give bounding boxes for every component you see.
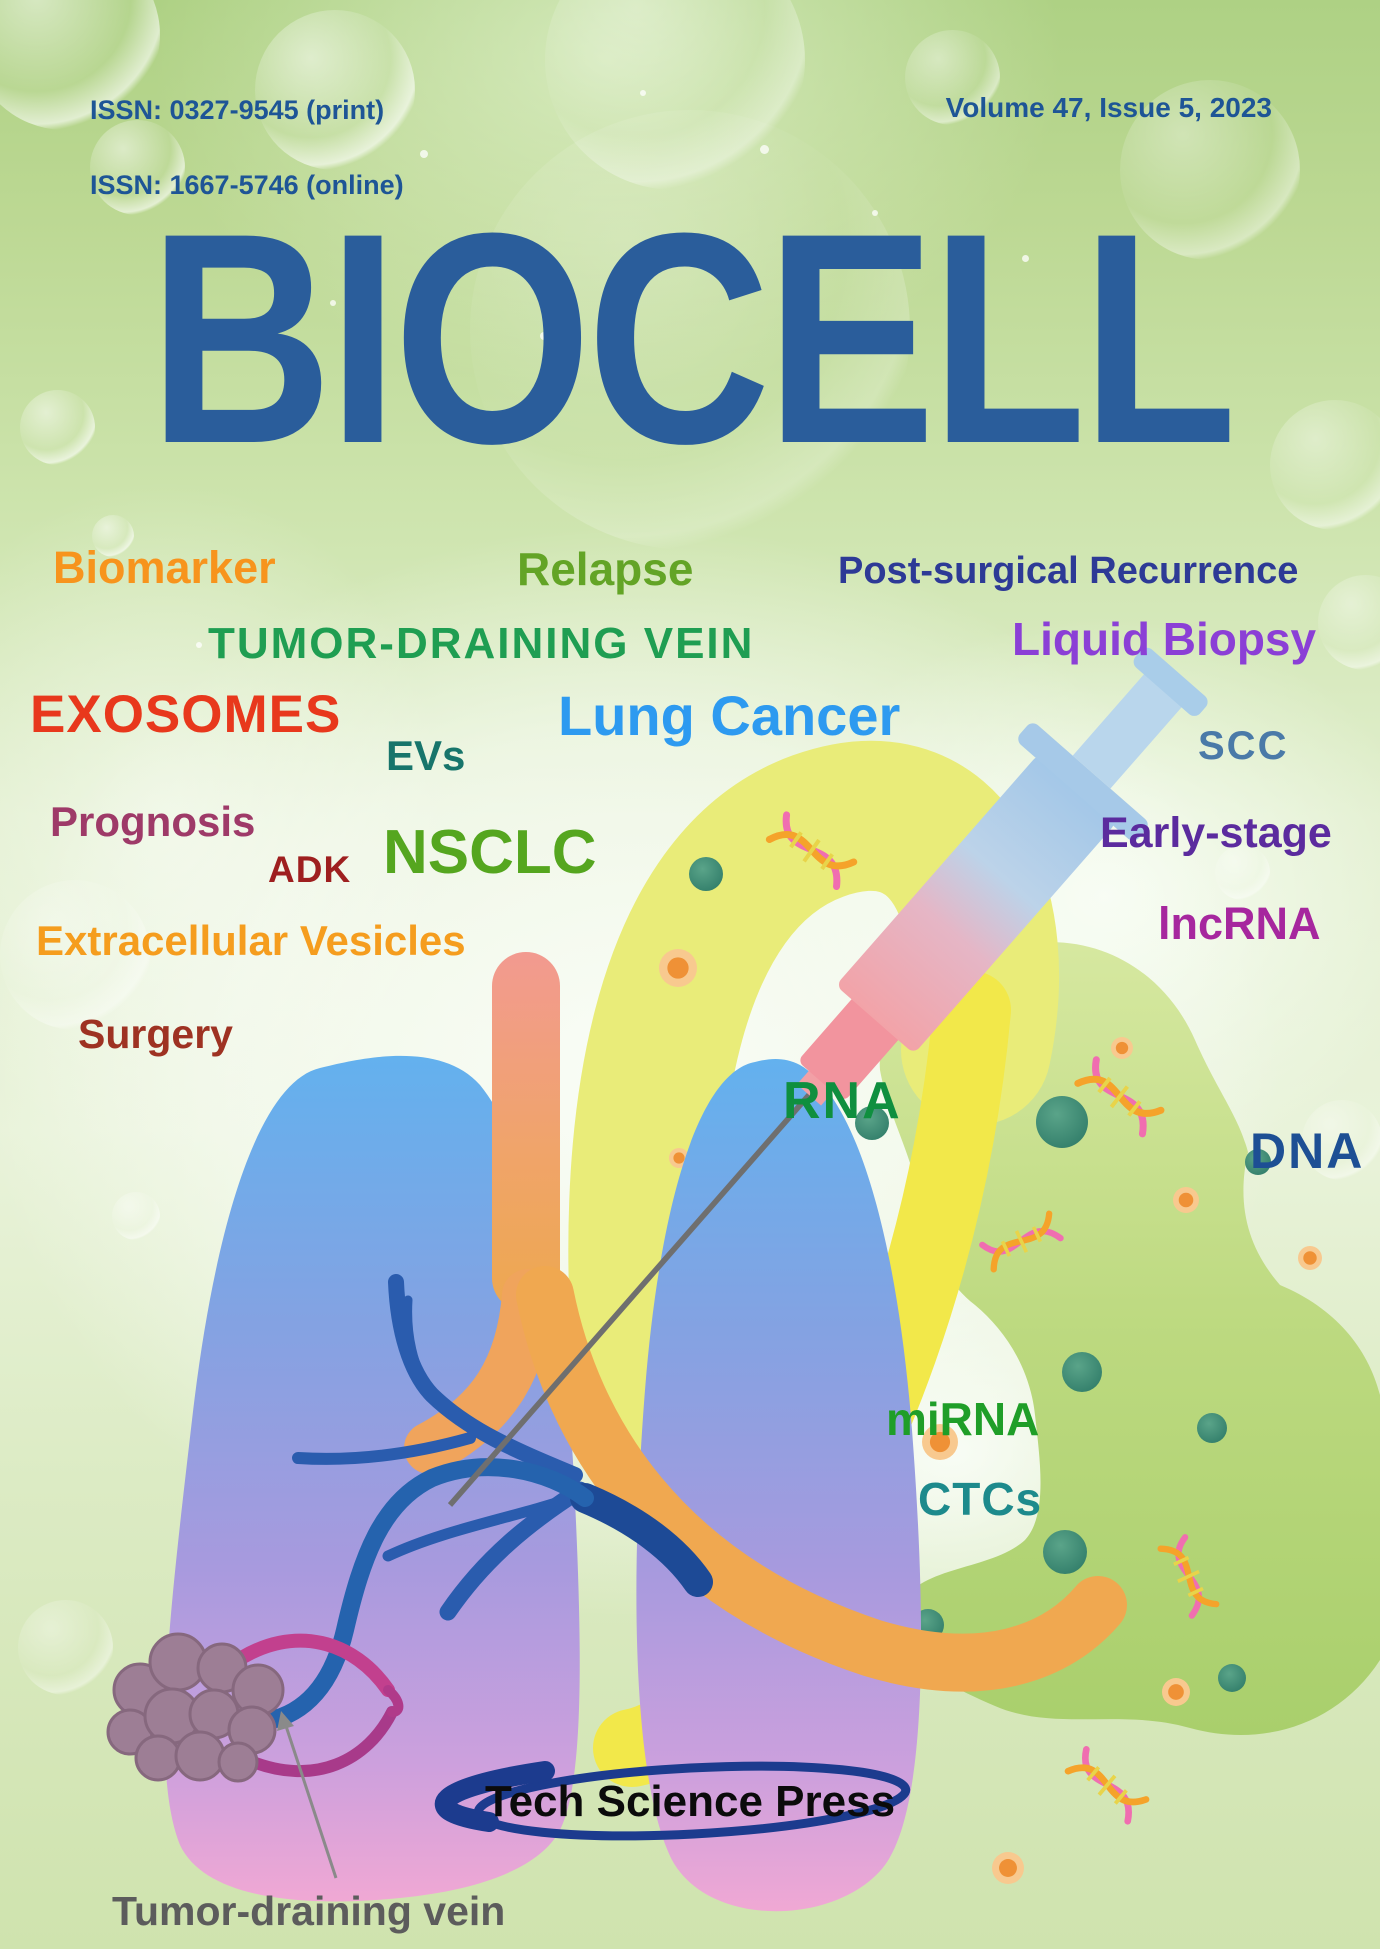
sparkle-dot-icon: [540, 332, 548, 340]
keyword-prognosis: Prognosis: [50, 798, 256, 845]
keyword-tumor-draining-vein: TUMOR-DRAINING VEIN: [208, 619, 755, 668]
bubble-icon: [1270, 400, 1380, 530]
keyword-scc: SCC: [1198, 724, 1289, 768]
keyword-liquid-biopsy: Liquid Biopsy: [1012, 613, 1317, 665]
journal-title-text: BIOCELL: [148, 170, 1237, 506]
publisher-swoosh-icon: [434, 1761, 911, 1841]
bubble-icon: [1120, 80, 1300, 260]
keyword-dna: DNA: [1250, 1123, 1365, 1179]
keyword-lung-cancer: Lung Cancer: [558, 684, 901, 747]
needle-icon: [447, 1070, 831, 1507]
right-lung: [636, 1058, 922, 1912]
bubble-icon: [1215, 845, 1270, 900]
issn-online: ISSN: 1667-5746 (online): [90, 169, 404, 200]
keyword-relapse: Relapse: [517, 543, 694, 595]
tumor-draining-vein-icon: [219, 1274, 713, 1732]
bubble-icon: [18, 1600, 113, 1695]
keyword-surgery: Surgery: [78, 1011, 233, 1057]
keyword-mirna: miRNA: [886, 1393, 1040, 1445]
keyword-extracellular-vesicles: Extracellular Vesicles: [36, 917, 466, 964]
bubble-icon: [90, 120, 185, 215]
keyword-evs: EVs: [386, 732, 466, 779]
keyword-nsclc: NSCLC: [383, 818, 597, 887]
keyword-exosomes: EXOSOMES: [30, 685, 342, 744]
sparkle-dot-icon: [330, 300, 336, 306]
keyword-post-surgical-recurrence: Post-surgical Recurrence: [838, 550, 1299, 592]
keyword-early-stage: Early-stage: [1100, 809, 1332, 857]
keyword-ctcs: CTCs: [918, 1473, 1043, 1525]
publisher-logo: Tech Science Press: [484, 1777, 896, 1826]
sparkle-dot-icon: [872, 210, 878, 216]
sparkle-dot-icon: [640, 90, 646, 96]
bubble-icon: [112, 1192, 160, 1240]
sparkle-dot-icon: [196, 642, 202, 648]
caption-tumor-draining-vein: Tumor-draining vein: [112, 1888, 506, 1934]
bubble-icon: [0, 880, 150, 1030]
keyword-adk: ADK: [268, 849, 352, 890]
volume-issue: Volume 47, Issue 5, 2023: [945, 92, 1272, 123]
keyword-biomarker: Biomarker: [53, 542, 276, 593]
issn-print: ISSN: 0327-9545 (print): [90, 95, 385, 126]
issn-block: ISSN: 0327-9545 (print) ISSN: 1667-5746 …: [90, 55, 404, 241]
bubble-icon: [255, 10, 415, 170]
bubble-icon: [905, 30, 1000, 125]
caption-arrow: [277, 1711, 338, 1879]
trachea-icon: [404, 952, 1127, 1692]
green-blob: [879, 942, 1380, 1735]
keyword-rna: RNA: [783, 1072, 902, 1130]
syringe-icon: [447, 647, 1208, 1507]
keyword-lncrna: lncRNA: [1158, 898, 1321, 949]
bubble-icon: [20, 390, 95, 465]
sparkle-dot-icon: [1022, 255, 1029, 262]
sparkle-dot-icon: [420, 150, 428, 158]
tumor-cluster-icon: [106, 1632, 404, 1783]
bubble-icon: [92, 515, 134, 557]
journal-title: BIOCELL: [0, 188, 1380, 488]
bubble-icon: [470, 110, 910, 550]
sparkle-dot-icon: [760, 145, 769, 154]
bronchus-icon: [516, 1266, 1127, 1692]
bubble-icon: [1302, 1100, 1380, 1180]
